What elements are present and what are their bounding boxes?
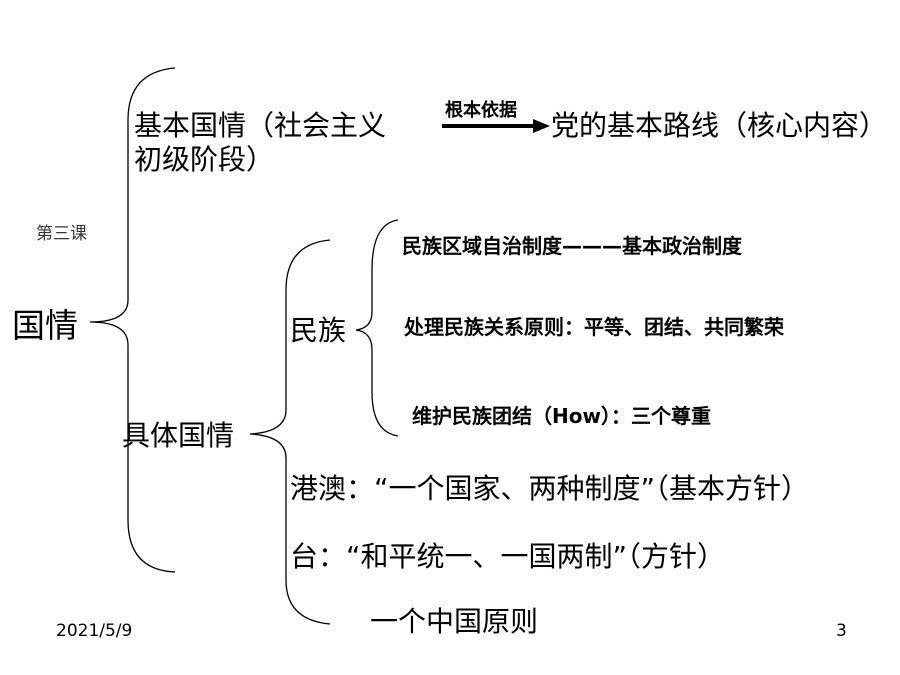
basic-line-target: 党的基本路线（核心内容） — [551, 109, 888, 142]
ethnic-node: 民族 — [290, 314, 347, 347]
basis-arrow-head — [533, 119, 550, 133]
page-number: 3 — [836, 621, 847, 641]
ethnic-item-autonomy: 民族区域自治制度———基本政治制度 — [402, 234, 742, 258]
root-node: 国情 — [12, 306, 78, 345]
hk-macao-item: 港澳：“一个国家、两种制度”（基本方针） — [290, 472, 810, 505]
basic-node-line2: 初级阶段） — [134, 143, 275, 176]
basic-node-line1: 基本国情（社会主义 — [134, 109, 387, 142]
arrow-label: 根本依据 — [445, 100, 517, 121]
ethnic-item-principles: 处理民族关系原则：平等、团结、共同繁荣 — [404, 315, 784, 339]
footer-date: 2021/5/9 — [56, 621, 133, 641]
lesson-label: 第三课 — [36, 224, 87, 244]
root-bracket — [89, 67, 176, 573]
one-china-item: 一个中国原则 — [370, 605, 539, 638]
specific-node: 具体国情 — [122, 419, 235, 452]
specific-bracket — [249, 239, 331, 625]
ethnic-bracket — [355, 219, 399, 437]
taiwan-item: 台：“和平统一、一国两制”（方针） — [290, 540, 726, 573]
ethnic-item-unity: 维护民族团结（How）：三个尊重 — [412, 404, 711, 428]
